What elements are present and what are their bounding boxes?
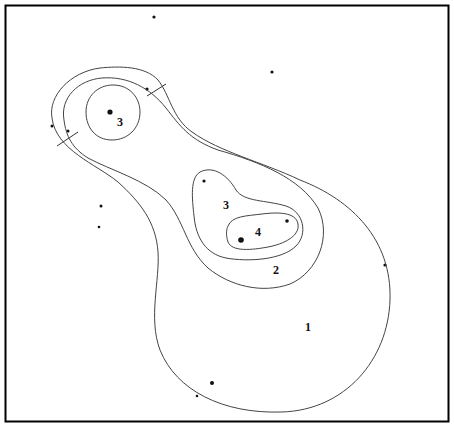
- contour-level: 2: [273, 264, 279, 276]
- contour-region: 34: [188, 164, 308, 264]
- contour-region: 2334: [58, 72, 330, 294]
- contour-region: 12334: [40, 58, 402, 416]
- contour-level: 4: [255, 226, 261, 238]
- stars: [51, 15, 387, 397]
- contour-level: 3: [117, 116, 123, 128]
- contour-region: 4: [222, 208, 302, 254]
- contour-region: 3: [84, 82, 142, 142]
- contour-level: 3: [223, 199, 229, 211]
- contour-line: [58, 72, 330, 294]
- tick-marks: [57, 84, 166, 146]
- contour-line: [40, 58, 402, 416]
- contour-line: [222, 208, 302, 254]
- contour-line: [84, 82, 142, 142]
- frame: [6, 6, 449, 422]
- contour-level: 1: [305, 321, 311, 333]
